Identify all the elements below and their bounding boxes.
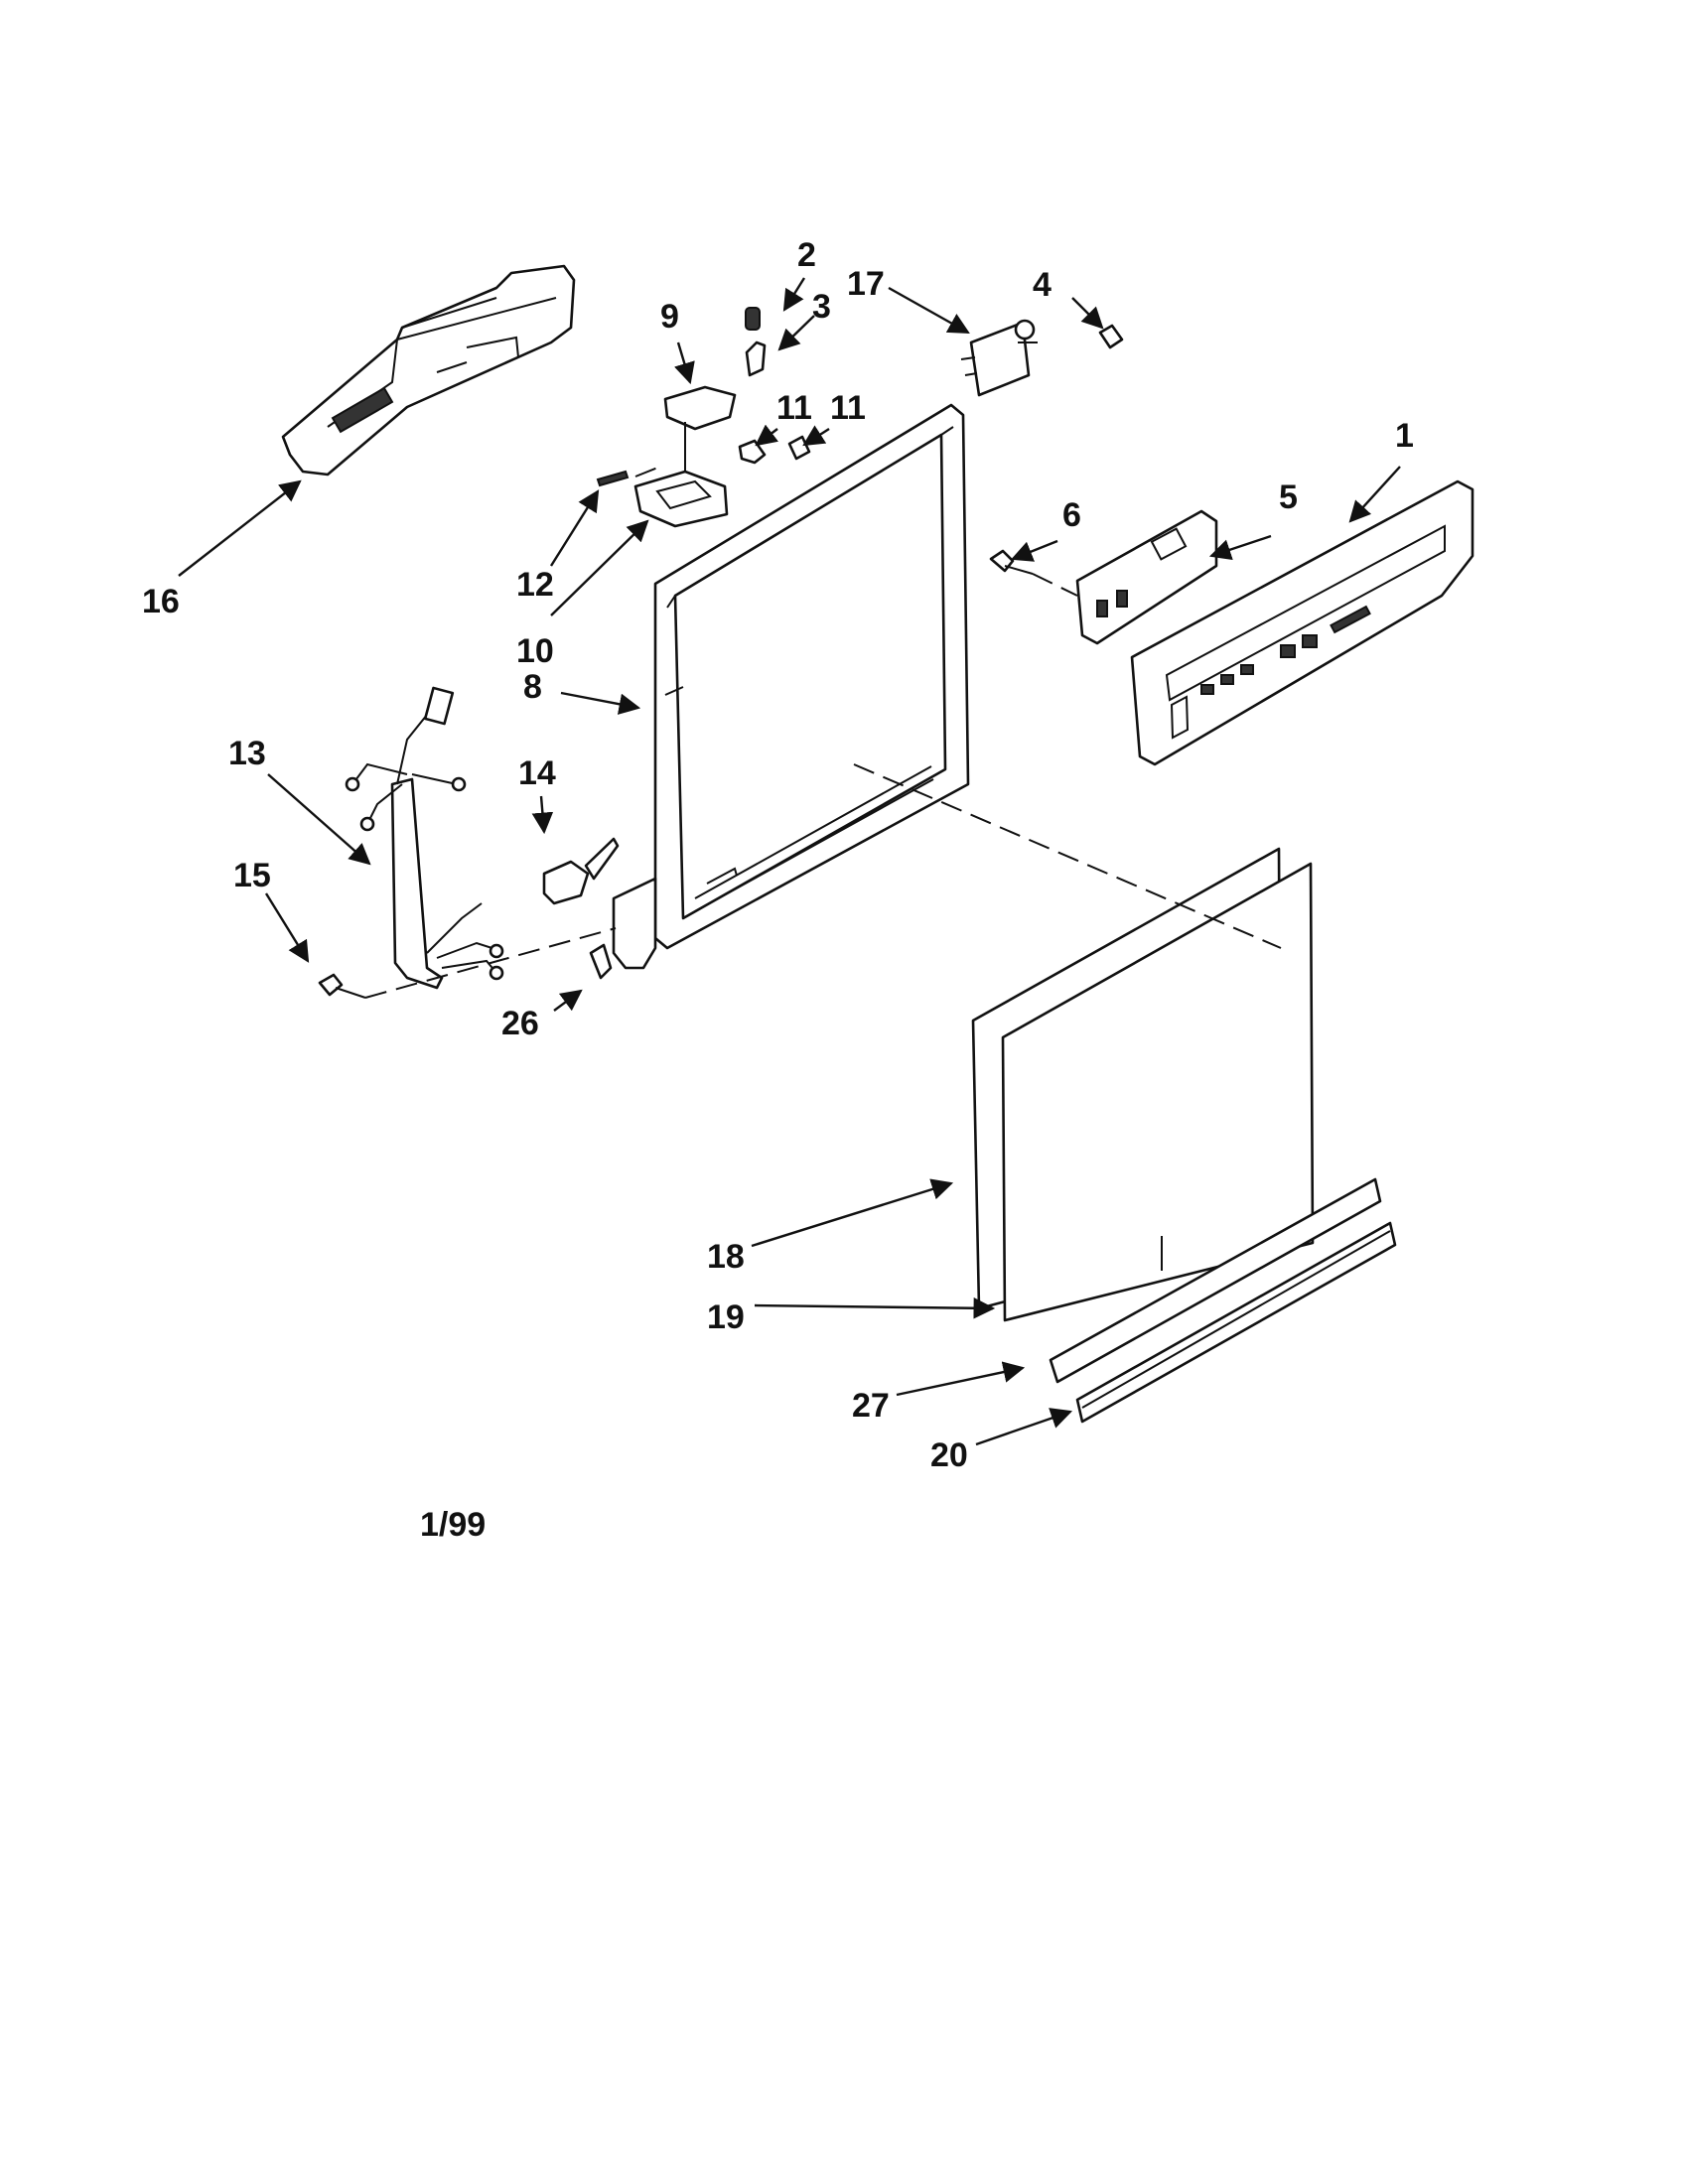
part-19-door-insert (1001, 862, 1315, 1322)
part-11-clip-a (738, 439, 767, 465)
callout-5: 5 (1279, 478, 1298, 516)
part-13-wire-harness (345, 686, 504, 990)
leader-lines (178, 277, 1401, 1446)
part-5-ui-board (1075, 509, 1218, 645)
part-1-control-panel (1130, 479, 1474, 766)
callout-19: 19 (707, 1298, 745, 1336)
part-10-latch-base (633, 470, 729, 528)
callout-14: 14 (518, 754, 556, 792)
part-27-trim-strip (1049, 1177, 1382, 1384)
part-9-latch (663, 385, 737, 457)
part-12-pin (596, 470, 630, 487)
part-26-clip (589, 943, 613, 980)
callout-18: 18 (707, 1238, 745, 1276)
callout-12: 12 (516, 566, 554, 604)
date-code: 1/99 (420, 1506, 486, 1544)
callout-labels: 2 3 17 4 9 11 11 1 6 5 12 16 10 8 13 14 … (142, 236, 1414, 1544)
callout-3: 3 (812, 288, 831, 326)
callout-6: 6 (1062, 496, 1081, 534)
callout-1: 1 (1395, 417, 1414, 455)
panel-buttons (1200, 605, 1371, 695)
callout-26: 26 (501, 1005, 539, 1042)
part-3-clip (745, 341, 767, 377)
callout-10: 10 (516, 632, 554, 670)
callout-2: 2 (797, 236, 816, 274)
part-2-spring (745, 307, 761, 331)
assembly-lines (364, 457, 1282, 999)
part-4-button (1098, 324, 1124, 349)
callout-13: 13 (228, 735, 266, 772)
callout-17: 17 (847, 265, 885, 303)
part-14-door-switch (542, 837, 620, 905)
part-11-clip-b (787, 435, 811, 461)
part-17-switch (960, 319, 1038, 397)
part-15-screw (318, 973, 366, 999)
callout-11a: 11 (776, 389, 812, 427)
callout-9: 9 (660, 298, 679, 336)
callout-11b: 11 (830, 389, 866, 427)
part-8-door-frame (612, 403, 970, 970)
callout-27: 27 (852, 1387, 890, 1425)
callout-4: 4 (1033, 266, 1052, 304)
callout-16: 16 (142, 583, 180, 620)
callout-15: 15 (233, 857, 271, 894)
part-20-trim-strip (1075, 1221, 1397, 1424)
part-16-console-housing (281, 264, 576, 477)
callout-20: 20 (930, 1436, 968, 1474)
callout-8: 8 (523, 668, 542, 706)
